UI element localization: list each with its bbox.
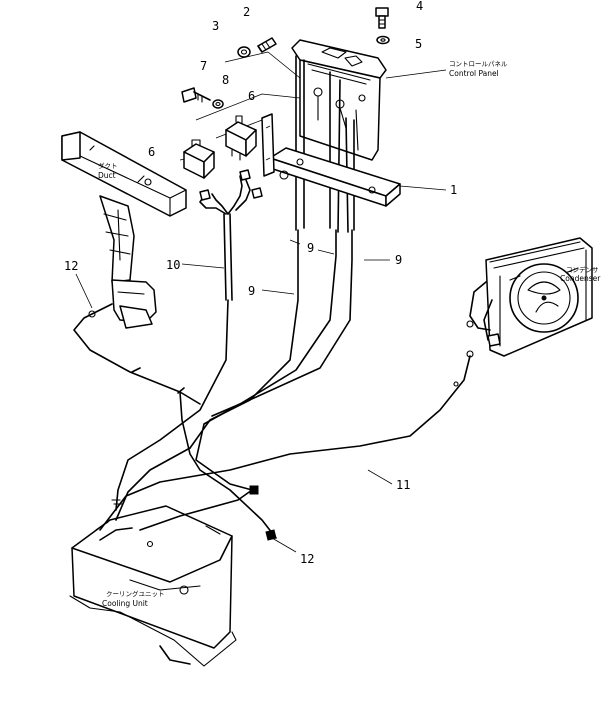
callout-11: 11 bbox=[396, 478, 410, 492]
washer-8 bbox=[212, 99, 224, 109]
callout-7: 7 bbox=[200, 59, 207, 73]
callout-6-lower: 6 bbox=[148, 145, 155, 159]
cooling-unit bbox=[69, 505, 237, 667]
callout-9-b: 9 bbox=[395, 253, 402, 267]
condenser bbox=[466, 237, 593, 358]
relay-upper bbox=[225, 115, 257, 161]
control-panel-assembly bbox=[261, 39, 401, 233]
callout-12-bottom: 12 bbox=[300, 552, 314, 566]
cooling-unit-label-jp: クーリングユニット bbox=[106, 589, 165, 598]
callout-2: 2 bbox=[243, 5, 250, 19]
condenser-label: Condenser bbox=[560, 274, 601, 283]
callout-8: 8 bbox=[222, 73, 229, 87]
relay-lower bbox=[183, 139, 215, 179]
duct-label-jp: ダクト bbox=[98, 161, 118, 170]
callout-10: 10 bbox=[166, 258, 180, 272]
callout-1: 1 bbox=[450, 183, 457, 197]
callout-9-a: 9 bbox=[307, 241, 314, 255]
duct-label: Duct bbox=[98, 171, 116, 180]
cables bbox=[73, 229, 471, 541]
control-panel-label: Control Panel bbox=[449, 69, 499, 78]
bolt-2 bbox=[257, 37, 277, 53]
callout-3: 3 bbox=[212, 19, 219, 33]
washer-3 bbox=[237, 46, 251, 58]
bolt-4 bbox=[375, 7, 389, 29]
cooling-unit-label: Cooling Unit bbox=[102, 599, 148, 608]
bolt-7 bbox=[181, 87, 211, 103]
cable-leaders bbox=[75, 249, 393, 553]
control-panel-label-jp: コントロールパネル bbox=[449, 60, 508, 68]
wire-harness-10 bbox=[199, 169, 263, 301]
duct bbox=[61, 131, 187, 329]
callout-6-upper: 6 bbox=[248, 89, 255, 103]
callout-4: 4 bbox=[416, 0, 423, 13]
callout-9-c: 9 bbox=[248, 284, 255, 298]
callout-12-left: 12 bbox=[64, 259, 78, 273]
washer-5 bbox=[376, 35, 390, 45]
condenser-label-jp: コンデンサ bbox=[566, 265, 599, 274]
callout-5: 5 bbox=[415, 37, 422, 51]
